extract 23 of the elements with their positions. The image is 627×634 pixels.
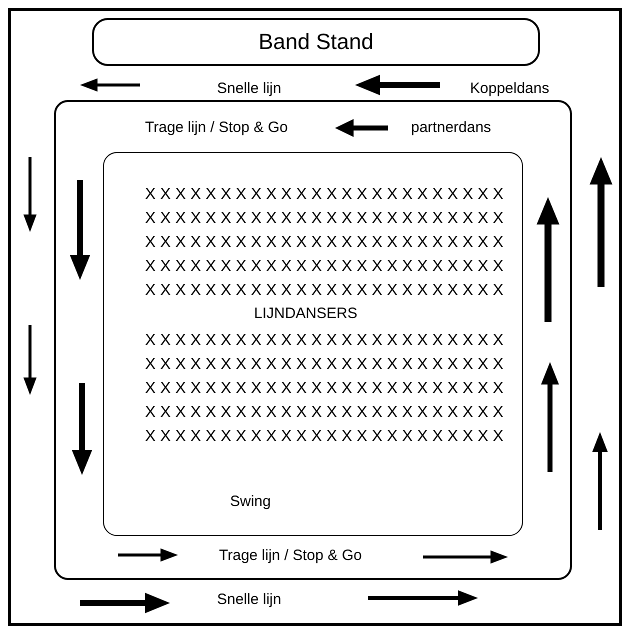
dancer-row: X X X X X X X X X X X X X X X X X X X X X X X X	[145, 356, 504, 374]
lane-label: Snelle lijn	[217, 80, 282, 98]
dancer-row: X X X X X X X X X X X X X X X X X X X X X X X X	[145, 258, 504, 276]
area-label: Swing	[230, 493, 271, 510]
dance-floor-border	[8, 8, 622, 626]
lane-label: Snelle lijn	[217, 591, 282, 609]
dancer-row: X X X X X X X X X X X X X X X X X X X X X X X X	[145, 186, 504, 204]
center-area-box	[103, 152, 523, 536]
dancer-row: X X X X X X X X X X X X X X X X X X X X X X X X	[145, 380, 504, 398]
dancer-row: X X X X X X X X X X X X X X X X X X X X X X X X	[145, 282, 504, 300]
lane-label: Koppeldans	[470, 80, 550, 98]
dancer-row: X X X X X X X X X X X X X X X X X X X X X X X X	[145, 428, 504, 446]
stage-label: Band Stand	[258, 28, 374, 56]
stage-box	[92, 18, 540, 66]
dancer-row: X X X X X X X X X X X X X X X X X X X X X X X X	[145, 404, 504, 422]
lane-label: Trage lijn / Stop & Go	[145, 119, 288, 137]
lane-label: partnerdans	[411, 119, 492, 137]
ring-box	[54, 100, 572, 580]
dancer-row: X X X X X X X X X X X X X X X X X X X X X X X X	[145, 332, 504, 350]
lane-label: Trage lijn / Stop & Go	[219, 547, 362, 565]
area-label: LIJNDANSERS	[254, 305, 358, 322]
dancer-row: X X X X X X X X X X X X X X X X X X X X X X X X	[145, 210, 504, 228]
dancer-row: X X X X X X X X X X X X X X X X X X X X X X X X	[145, 234, 504, 252]
